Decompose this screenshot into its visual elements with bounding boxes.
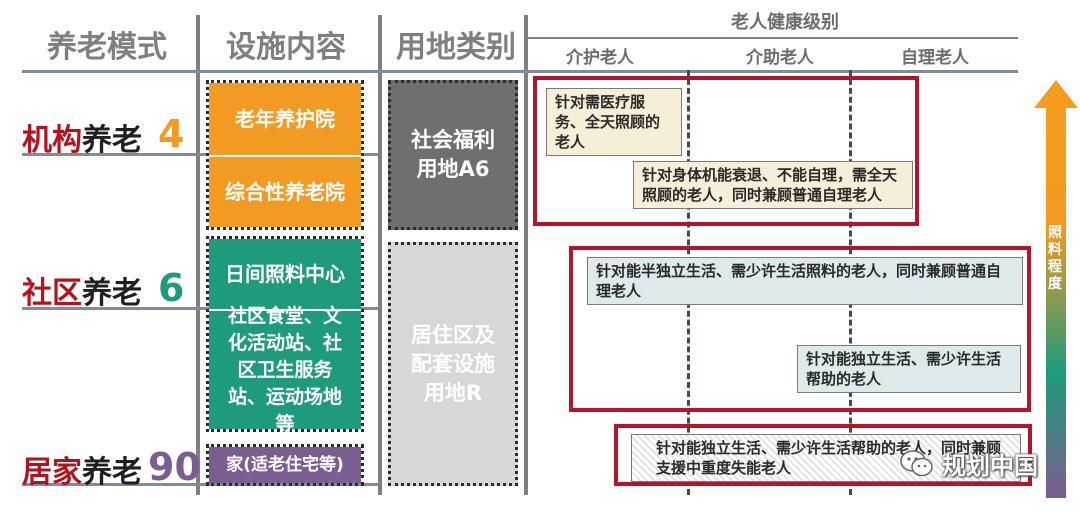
note-no-self-care: 针对身体机能衰退、不能自理，需全天照顾的老人，同时兼顾普通自理老人 <box>633 161 913 209</box>
note-home-care: 针对能独立生活、需少许生活帮助的老人，同时兼顾支援中重度失能老人 <box>631 434 1021 482</box>
separator-1 <box>196 15 200 495</box>
wechat-icon <box>900 449 933 476</box>
watermark: 规划中国 <box>900 446 1038 481</box>
separator-2 <box>378 15 382 495</box>
note-semi-independent: 针对能半独立生活、需少许生活照料的老人，同时兼顾普通自理老人 <box>587 257 1023 305</box>
row-line-institution <box>22 153 378 156</box>
facility-institution: 老年养护院 综合性养老院 <box>206 80 364 230</box>
home-range-box <box>614 424 1032 486</box>
care-degree-label: 照料程度 <box>1048 225 1062 292</box>
facility-home: 家(适老住宅等) <box>206 444 364 486</box>
care-degree-arrow <box>1034 80 1078 498</box>
health-top-line <box>528 37 1018 39</box>
facility-home-housing: 家(适老住宅等) <box>209 447 361 483</box>
header-facility: 设施内容 <box>226 30 346 65</box>
header-land: 用地类别 <box>396 30 516 65</box>
note-medical-care: 针对需医疗服务、全天照顾的老人 <box>546 88 682 156</box>
land-social-welfare: 社会福利用地A6 <box>388 80 518 230</box>
mode-home-num: 90 <box>148 445 201 489</box>
facility-community-services: 社区食堂、文化活动站、社区卫生服务站、运动场地等 <box>209 305 361 435</box>
institution-range-box <box>533 76 919 226</box>
health-level-1: 介护老人 <box>566 48 634 68</box>
watermark-text: 规划中国 <box>942 452 1038 480</box>
mode-institution: 机构养老 <box>22 123 142 158</box>
header-underline <box>22 70 1018 73</box>
facility-nursing-home: 老年养护院 <box>209 83 361 155</box>
separator-3 <box>524 15 528 495</box>
facility-day-care: 日间照料中心 <box>209 239 361 309</box>
mode-institution-num: 4 <box>158 112 185 156</box>
health-level-3: 自理老人 <box>901 48 969 68</box>
row-line-community <box>22 307 378 310</box>
community-range-box <box>569 246 1031 412</box>
mode-home: 居家养老 <box>22 455 142 490</box>
facility-comprehensive-home: 综合性养老院 <box>209 157 361 227</box>
health-level-2: 介助老人 <box>746 48 814 68</box>
row-line-home <box>22 483 378 486</box>
land-residential: 居住区及配套设施用地R <box>388 242 518 486</box>
note-independent: 针对能独立生活、需少许生活帮助的老人 <box>797 345 1021 393</box>
facility-community: 日间照料中心 社区食堂、文化活动站、社区卫生服务站、运动场地等 <box>206 236 364 435</box>
header-mode: 养老模式 <box>47 30 167 65</box>
header-health: 老人健康级别 <box>731 12 839 33</box>
mode-community: 社区养老 <box>22 276 142 311</box>
mode-community-num: 6 <box>158 266 185 310</box>
